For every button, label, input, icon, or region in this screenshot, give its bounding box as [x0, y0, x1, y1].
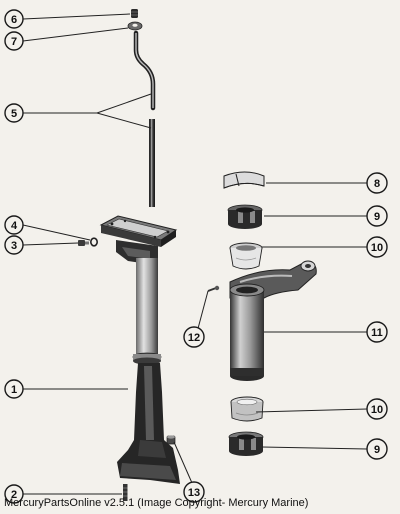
part-2-stud — [123, 484, 128, 501]
part-11-swivel-housing — [229, 260, 317, 381]
copyright-caption: MercuryPartsOnline v2.5.1 (Image Copyrig… — [4, 497, 309, 509]
callout-6: 6 — [4, 9, 24, 29]
callout-9-bottom: 9 — [366, 438, 388, 460]
part-13-plug — [166, 435, 176, 445]
callout-8: 8 — [366, 172, 388, 194]
part-9-mount-bottom — [228, 431, 264, 456]
callout-1: 1 — [4, 379, 24, 399]
callout-2: 2 — [4, 484, 24, 504]
callout-3: 3 — [4, 235, 24, 255]
callout-label: 10 — [371, 404, 383, 416]
driveshaft-housing-top-plate — [99, 215, 178, 247]
part-5-shift-rod-lower — [149, 119, 155, 207]
callout-label: 1 — [11, 384, 17, 396]
callout-label: 8 — [374, 178, 380, 190]
callout-label: 12 — [188, 332, 200, 344]
part-6-nut — [131, 9, 138, 18]
callout-11: 11 — [366, 321, 388, 343]
callout-label: 7 — [11, 36, 17, 48]
callout-label: 9 — [374, 444, 380, 456]
part-1-housing-tube — [132, 258, 162, 365]
part-10-bushing-top — [229, 242, 263, 270]
callout-label: 4 — [11, 220, 18, 232]
callout-10-bottom: 10 — [366, 398, 388, 420]
part-3-screw — [78, 240, 89, 246]
part-7-washer — [127, 21, 143, 31]
callout-12: 12 — [183, 326, 205, 348]
callout-10-top: 10 — [366, 236, 388, 258]
part-1-housing-lower — [117, 363, 180, 484]
callout-7: 7 — [4, 31, 24, 51]
part-12-screw — [207, 285, 220, 292]
callout-label: 2 — [11, 489, 17, 501]
leader-lines — [22, 13, 368, 495]
callout-label: 9 — [374, 211, 380, 223]
part-9-mount-top — [227, 204, 263, 229]
callout-label: 5 — [11, 108, 17, 120]
part-8-clamp-ring — [223, 171, 265, 189]
callout-label: 6 — [11, 14, 17, 26]
callout-4: 4 — [4, 215, 24, 235]
callout-9-top: 9 — [366, 205, 388, 227]
part-10-bushing-bottom — [230, 396, 264, 422]
callout-5: 5 — [4, 103, 24, 123]
part-4-lockwasher — [90, 237, 99, 247]
callout-label: 13 — [188, 487, 200, 499]
callout-13: 13 — [183, 481, 205, 503]
callout-label: 10 — [371, 242, 383, 254]
callout-label: 11 — [371, 327, 383, 339]
part-5-shift-rod-upper — [133, 30, 156, 111]
callout-label: 3 — [11, 240, 17, 252]
